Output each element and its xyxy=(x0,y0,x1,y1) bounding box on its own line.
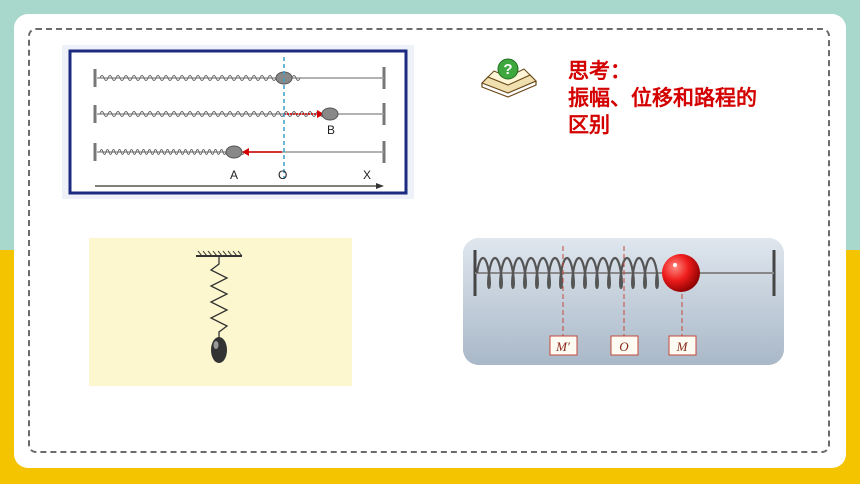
label-b: B xyxy=(327,123,335,137)
label-a: A xyxy=(230,168,238,182)
question-book-icon: ? xyxy=(478,55,540,101)
horizontal-oscillator-drawing: B A O X xyxy=(68,49,408,195)
label-m-prime: M′ xyxy=(555,339,570,354)
label-x: X xyxy=(363,168,371,182)
think-question: 思考： 振幅、位移和路程的 区别 xyxy=(568,58,828,139)
slider-oscillator-drawing: M′ O M xyxy=(463,238,784,365)
label-o: O xyxy=(278,168,287,182)
think-line-2: 区别 xyxy=(568,113,610,137)
think-line-1: 振幅、位移和路程的 xyxy=(568,86,757,110)
figure-slider-oscillator: M′ O M xyxy=(463,238,784,365)
label-m: M xyxy=(676,339,689,354)
label-o-slider: O xyxy=(619,339,629,354)
figure-vertical-spring xyxy=(89,238,352,386)
think-title: 思考： xyxy=(568,59,631,83)
vertical-spring-drawing xyxy=(196,250,243,363)
svg-text:?: ? xyxy=(503,61,512,78)
figure-horizontal-oscillator: B A O X xyxy=(62,45,414,199)
dashed-frame xyxy=(28,28,830,453)
